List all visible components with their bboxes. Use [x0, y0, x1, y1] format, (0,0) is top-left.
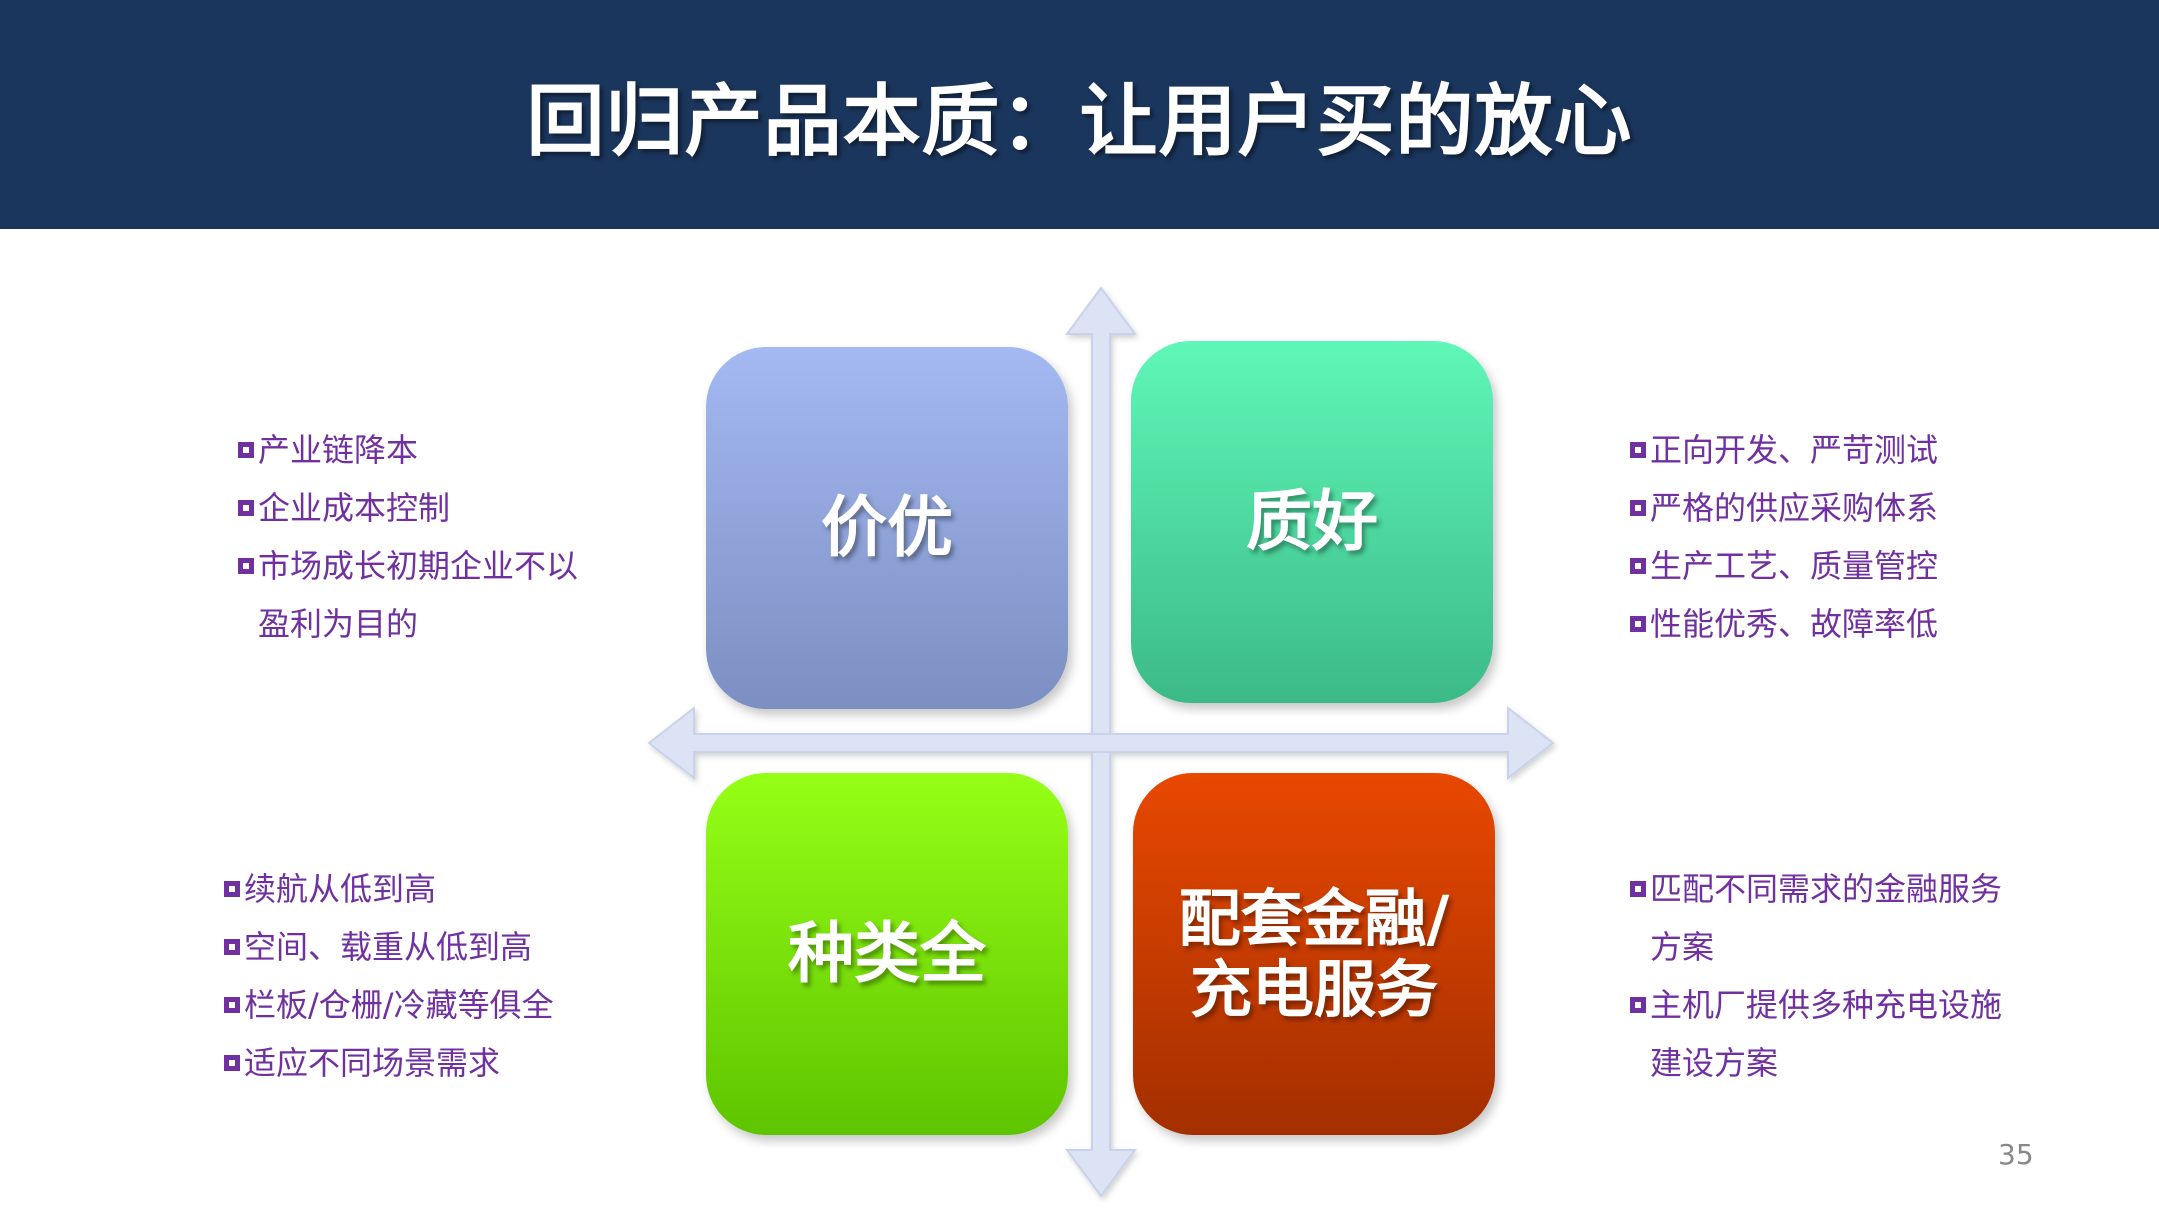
hollow-square-icon — [238, 500, 254, 516]
hollow-square-icon — [238, 442, 254, 458]
horizontal-axis-arrow — [647, 705, 1555, 781]
quadrant-quality-label: 质好 — [1246, 483, 1378, 561]
hollow-square-icon — [224, 1055, 240, 1071]
quadrant-variety-box: 种类全 — [706, 773, 1068, 1135]
quadrant-price-label: 价优 — [821, 489, 953, 567]
list-item: 栏板/仓栅/冷藏等俱全 — [224, 976, 604, 1034]
list-item: 空间、载重从低到高 — [224, 918, 604, 976]
list-item: 生产工艺、质量管控 — [1630, 537, 2010, 595]
hollow-square-icon — [1630, 558, 1646, 574]
slide-title: 回归产品本质：让用户买的放心 — [526, 76, 1633, 167]
hollow-square-icon — [224, 881, 240, 897]
list-item: 正向开发、严苛测试 — [1630, 421, 2010, 479]
hollow-square-icon — [224, 939, 240, 955]
list-item: 严格的供应采购体系 — [1630, 479, 2010, 537]
hollow-square-icon — [238, 558, 254, 574]
list-item: 续航从低到高 — [224, 860, 604, 918]
price-points-list: 产业链降本 企业成本控制 市场成长初期企业不以盈利为目的 — [238, 421, 608, 653]
page-number: 35 — [1998, 1138, 2034, 1171]
list-item: 产业链降本 — [238, 421, 608, 479]
hollow-square-icon — [1630, 442, 1646, 458]
title-bar: 回归产品本质：让用户买的放心 — [0, 0, 2159, 229]
service-points-list: 匹配不同需求的金融服务方案 主机厂提供多种充电设施建设方案 — [1630, 860, 2010, 1092]
quadrant-variety-label: 种类全 — [788, 915, 986, 993]
list-item: 市场成长初期企业不以盈利为目的 — [238, 537, 608, 653]
list-item: 匹配不同需求的金融服务方案 — [1630, 860, 2010, 976]
quadrant-price-box: 价优 — [706, 347, 1068, 709]
list-item: 主机厂提供多种充电设施建设方案 — [1630, 976, 2010, 1092]
hollow-square-icon — [1630, 500, 1646, 516]
hollow-square-icon — [1630, 616, 1646, 632]
quadrant-quality-box: 质好 — [1131, 341, 1493, 703]
quadrant-service-label: 配套金融/ 充电服务 — [1178, 881, 1450, 1026]
list-item: 适应不同场景需求 — [224, 1034, 604, 1092]
variety-points-list: 续航从低到高 空间、载重从低到高 栏板/仓栅/冷藏等俱全 适应不同场景需求 — [224, 860, 604, 1092]
quality-points-list: 正向开发、严苛测试 严格的供应采购体系 生产工艺、质量管控 性能优秀、故障率低 — [1630, 421, 2010, 653]
list-item: 企业成本控制 — [238, 479, 608, 537]
hollow-square-icon — [1630, 997, 1646, 1013]
list-item: 性能优秀、故障率低 — [1630, 595, 2010, 653]
hollow-square-icon — [224, 997, 240, 1013]
hollow-square-icon — [1630, 881, 1646, 897]
quadrant-service-box: 配套金融/ 充电服务 — [1133, 773, 1495, 1135]
